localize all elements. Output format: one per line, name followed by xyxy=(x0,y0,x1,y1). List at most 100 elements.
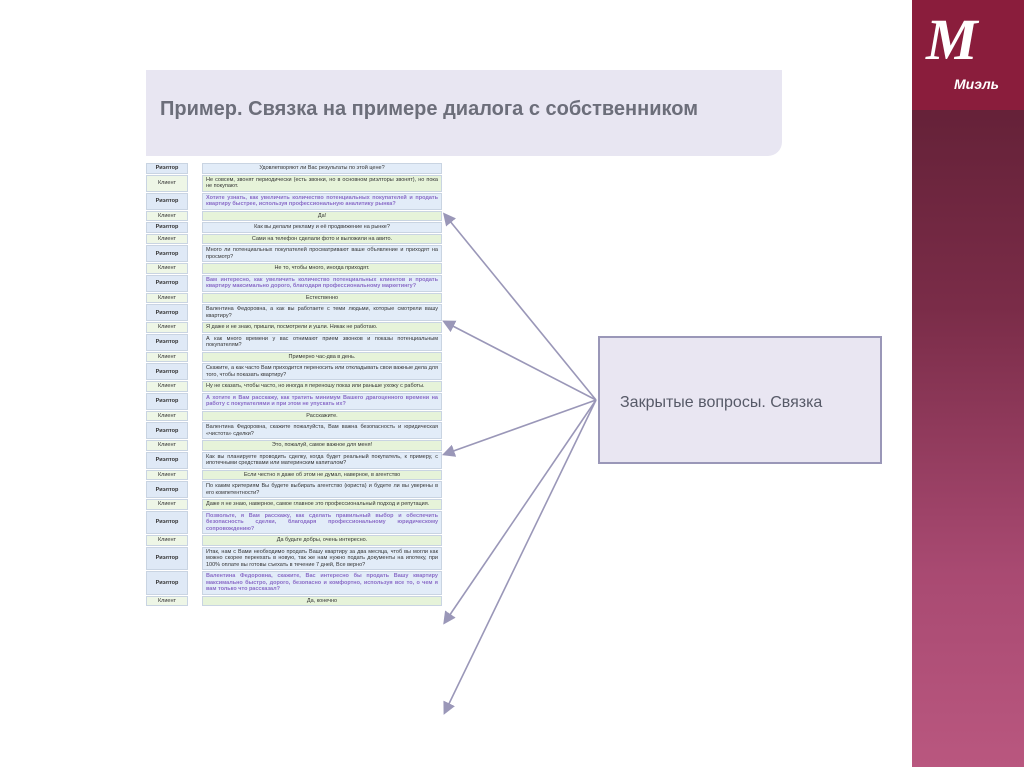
dialog-role: Риэлтор xyxy=(146,222,188,233)
table-row: Клиент Не то, чтобы много, иногда приходя… xyxy=(146,263,442,274)
dialog-role: Риэлтор xyxy=(146,571,188,595)
arrow-1 xyxy=(442,212,597,401)
table-row: Клиент Я даже и не знаю, пришли, посмотре… xyxy=(146,322,442,333)
dialog-role: Риэлтор xyxy=(146,363,188,380)
dialog-text: Как вы планируете проводить сделку, когд… xyxy=(202,451,442,469)
dialog-text: Позвольте, я Вам расскажу, как сделать п… xyxy=(202,510,442,534)
table-row: Риэлтор Валентина Федоровна, скажите пожа… xyxy=(146,422,442,439)
dialog-text: Много ли потенциальных покупателей просм… xyxy=(202,245,442,262)
dialog-text: Да! xyxy=(202,210,442,221)
dialog-role: Риэлтор xyxy=(146,304,188,321)
table-row: Клиент Расскажите. xyxy=(146,410,442,421)
dialog-text: Как вы делали рекламу и её продвижение н… xyxy=(202,222,442,233)
table-row: Риэлтор Валентина Федоровна, скажите, Вас… xyxy=(146,571,442,595)
dialog-text: Даже я не знаю, наверное, самое главное … xyxy=(202,499,442,510)
dialog-text: Валентина Федоровна, а как вы работаете … xyxy=(202,304,442,321)
dialog-text: Скажите, а как часто Вам приходится пере… xyxy=(202,363,442,380)
dialog-role: Клиент xyxy=(146,263,188,274)
dialog-text: Не совсем, звонят периодически (есть зво… xyxy=(202,174,442,192)
dialog-role: Клиент xyxy=(146,322,188,333)
table-row: Клиент Примерно час-два в день. xyxy=(146,351,442,362)
dialog-role: Риэлтор xyxy=(146,546,188,570)
table-row: Риэлтор Как вы планируете проводить сделк… xyxy=(146,451,442,469)
dialog-role: Риэлтор xyxy=(146,163,188,174)
table-row: Риэлтор Позвольте, я Вам расскажу, как сд… xyxy=(146,510,442,534)
table-row: Риэлтор Удовлетворяют ли Вас результаты п… xyxy=(146,163,442,174)
table-row: Риэлтор Итак, нам с Вами необходимо прода… xyxy=(146,546,442,570)
logo-mark-icon: M xyxy=(926,7,978,72)
dialog-text: По каким критериям Вы будете выбирать аг… xyxy=(202,481,442,498)
dialog-role: Клиент xyxy=(146,469,188,480)
dialog-role: Клиент xyxy=(146,595,188,606)
dialog-role: Риэлтор xyxy=(146,392,188,410)
dialog-text: Вам интересно, как увеличить количество … xyxy=(202,274,442,292)
dialog-role: Клиент xyxy=(146,381,188,392)
dialog-text: А как много времени у вас отнимают прием… xyxy=(202,333,442,351)
table-row: Клиент Да! xyxy=(146,210,442,221)
dialog-role: Риэлтор xyxy=(146,481,188,498)
dialog-table: Риэлтор Удовлетворяют ли Вас результаты п… xyxy=(146,163,442,767)
dialog-text: Примерно час-два в день. xyxy=(202,351,442,362)
dialog-role: Риэлтор xyxy=(146,333,188,351)
dialog-text: Да будьте добры, очень интересно. xyxy=(202,535,442,546)
table-row: Клиент Ну не сказать, чтобы часто, но ино… xyxy=(146,381,442,392)
table-row: Риэлтор Вам интересно, как увеличить коли… xyxy=(146,274,442,292)
dialog-role: Клиент xyxy=(146,499,188,510)
dialog-text: Ну не сказать, чтобы часто, но иногда я … xyxy=(202,381,442,392)
arrow-5 xyxy=(443,399,597,715)
callout-text: Закрытые вопросы. Связка xyxy=(620,394,823,411)
dialog-text: Да, конечно xyxy=(202,595,442,606)
table-row: Риэлтор А как много времени у вас отнимаю… xyxy=(146,333,442,351)
dialog-role: Клиент xyxy=(146,174,188,192)
table-row: Риэлтор А хотите я Вам расскажу, как трат… xyxy=(146,392,442,410)
dialog-role: Риэлтор xyxy=(146,451,188,469)
dialog-role: Клиент xyxy=(146,410,188,421)
dialog-role: Клиент xyxy=(146,210,188,221)
dialog-text: Не то, чтобы много, иногда приходят. xyxy=(202,263,442,274)
dialog-role: Риэлтор xyxy=(146,422,188,439)
page-title: Пример. Связка на примере диалога с собс… xyxy=(160,98,698,120)
arrow-2 xyxy=(442,320,597,401)
table-row: Риэлтор Как вы делали рекламу и её продви… xyxy=(146,222,442,233)
table-row: Клиент Даже я не знаю, наверное, самое гл… xyxy=(146,499,442,510)
dialog-text: Сами на телефон сделали фото и выложили … xyxy=(202,233,442,244)
dialog-text: Это, пожалуй, самое важное для меня! xyxy=(202,440,442,451)
dialog-text: Хотите узнать, как увеличить количество … xyxy=(202,192,442,210)
table-row: Риэлтор Хотите узнать, как увеличить коли… xyxy=(146,192,442,210)
dialog-text: Удовлетворяют ли Вас результаты по этой … xyxy=(202,163,442,174)
dialog-text: Расскажите. xyxy=(202,410,442,421)
table-row: Клиент Сами на телефон сделали фото и выл… xyxy=(146,233,442,244)
dialog-role: Клиент xyxy=(146,440,188,451)
dialog-role: Риэлтор xyxy=(146,192,188,210)
dialog-text: Если честно я даже об этом не думал, нав… xyxy=(202,469,442,480)
table-row: Клиент Если честно я даже об этом не дума… xyxy=(146,469,442,480)
decorative-sidebar xyxy=(912,0,1024,767)
dialog-role: Клиент xyxy=(146,535,188,546)
company-logo: M Миэль xyxy=(912,0,1024,110)
table-row: Клиент Не совсем, звонят периодически (ес… xyxy=(146,174,442,192)
table-row: Клиент Это, пожалуй, самое важное для мен… xyxy=(146,440,442,451)
title-banner: Пример. Связка на примере диалога с собс… xyxy=(146,70,782,156)
logo-text: Миэль xyxy=(954,76,999,92)
dialog-role: Клиент xyxy=(146,351,188,362)
dialog-role: Риэлтор xyxy=(146,245,188,262)
dialog-role: Риэлтор xyxy=(146,510,188,534)
dialog-text: Естественно xyxy=(202,292,442,303)
dialog-role: Клиент xyxy=(146,233,188,244)
dialog-text: А хотите я Вам расскажу, как тратить мин… xyxy=(202,392,442,410)
arrow-3 xyxy=(441,399,597,457)
table-row: Риэлтор Валентина Федоровна, а как вы раб… xyxy=(146,304,442,321)
dialog-text: Валентина Федоровна, скажите, Вас интере… xyxy=(202,571,442,595)
table-row: Клиент Да будьте добры, очень интересно. xyxy=(146,535,442,546)
dialog-text: Валентина Федоровна, скажите пожалуйста,… xyxy=(202,422,442,439)
table-row: Клиент Естественно xyxy=(146,292,442,303)
arrow-4 xyxy=(443,399,597,625)
table-row: Риэлтор Скажите, а как часто Вам приходит… xyxy=(146,363,442,380)
dialog-role: Риэлтор xyxy=(146,274,188,292)
dialog-role: Клиент xyxy=(146,292,188,303)
callout-box: Закрытые вопросы. Связка xyxy=(598,336,882,464)
dialog-text: Я даже и не знаю, пришли, посмотрели и у… xyxy=(202,322,442,333)
dialog-text: Итак, нам с Вами необходимо продать Вашу… xyxy=(202,546,442,570)
table-row: Клиент Да, конечно xyxy=(146,595,442,606)
